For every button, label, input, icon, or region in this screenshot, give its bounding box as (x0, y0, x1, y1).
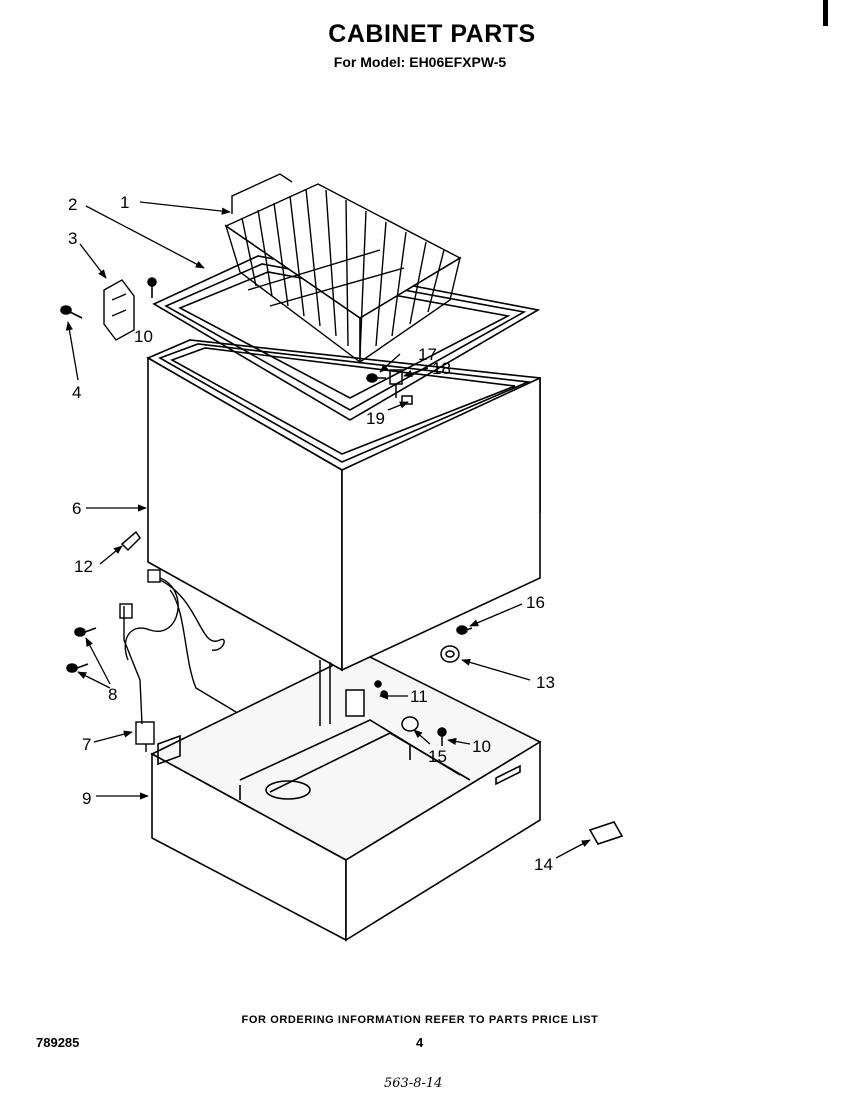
callout-11: 11 (410, 687, 428, 706)
leader-arrows (65, 201, 591, 859)
ordering-footer: FOR ORDERING INFORMATION REFER TO PARTS … (241, 1014, 599, 1026)
callout-9: 9 (82, 789, 91, 808)
screw-part-4 (60, 305, 83, 319)
callout-8: 8 (108, 685, 117, 704)
callout-3: 3 (68, 229, 77, 248)
callout-7: 7 (82, 735, 91, 754)
callout-16: 16 (526, 593, 545, 612)
callout-18: 18 (432, 359, 451, 378)
basket-part-1 (224, 173, 462, 364)
model-subtitle: For Model: EH06EFXPW-5 (333, 54, 507, 70)
clip-part-12 (120, 530, 141, 552)
callout-2: 2 (68, 195, 77, 214)
wiring-harness-part-7 (119, 569, 237, 752)
callout-6: 6 (72, 499, 81, 518)
page-title: CABINET PARTS (328, 20, 536, 48)
screw-part-10-top (147, 277, 157, 298)
callout-15: 15 (428, 747, 447, 766)
callout-4: 4 (72, 383, 81, 402)
parts-17-18-19 (366, 369, 413, 405)
gasket-part-2 (152, 255, 541, 421)
callout-10-bottom: 10 (472, 737, 491, 756)
callout-1: 1 (120, 193, 129, 212)
callout-17: 17 (418, 345, 437, 364)
callout-13: 13 (536, 673, 555, 692)
document-number: 789285 (36, 1035, 80, 1050)
hinge-part-3 (103, 279, 135, 341)
base-part-9 (150, 651, 542, 942)
part-14-tab (588, 821, 624, 845)
handwritten-note: 563-8-14 (384, 1076, 443, 1091)
callout-10-top: 10 (134, 327, 153, 346)
exploded-parts-diagram: 1 2 3 4 6 7 8 9 10 10 11 12 13 14 15 16 … (60, 173, 624, 942)
page-edge-mark (823, 0, 828, 26)
callout-14: 14 (534, 855, 553, 874)
screws-part-8 (66, 627, 97, 673)
cabinet-body-part-6 (146, 339, 541, 672)
callout-19: 19 (366, 409, 385, 428)
callout-12: 12 (74, 557, 93, 576)
page-number: 4 (416, 1035, 424, 1050)
